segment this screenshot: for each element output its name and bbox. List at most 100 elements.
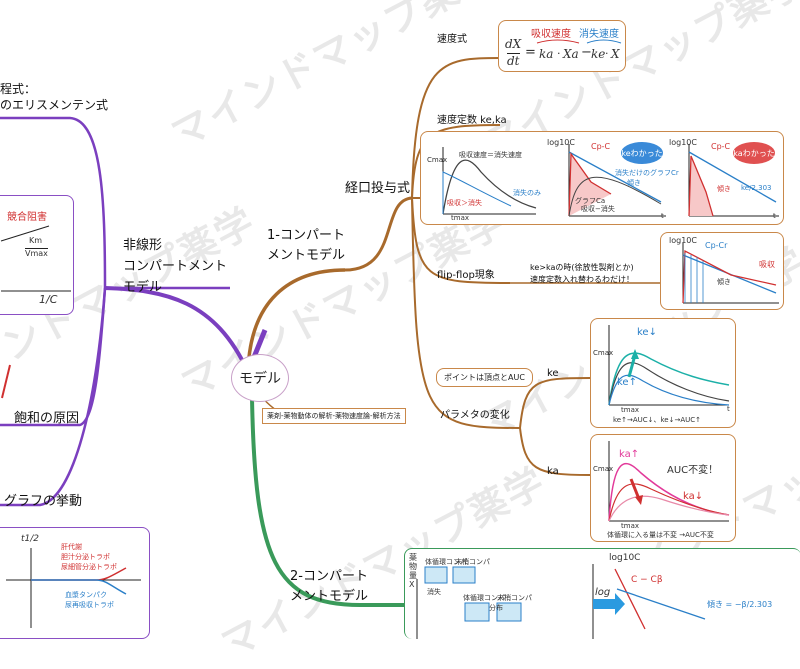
cpca-label: C − Cβ (631, 575, 663, 585)
half-life-card: t1/2 肝代謝 胆汁分泌トラポ 尿細管分泌トラポ 血漿タンパク 尿再吸収トラポ (0, 527, 150, 639)
card2-cmax: Cmax (427, 156, 448, 164)
card3-absorb: 吸収 (759, 260, 775, 269)
one-compartment-label[interactable]: 1-コンパート メントモデル (267, 228, 346, 263)
legend-4: 尿再吸収トラポ (65, 601, 114, 609)
card2-slope-2: 傾き (717, 185, 731, 193)
card5-cmax: Cmax (593, 465, 614, 473)
ke-up-label: ke↑ (617, 377, 637, 388)
legend-2: 尿細管分泌トラポ (61, 563, 117, 571)
card2-k: ke/2.303 (741, 184, 772, 192)
inhibition-plot (0, 225, 71, 292)
rate-eq-label[interactable]: 速度式 (437, 34, 467, 45)
rate-const-label[interactable]: 速度定数 ke,ka (437, 115, 507, 126)
oral-admin-label[interactable]: 経口投与式 (345, 181, 411, 196)
eq-xa: Xa (563, 47, 579, 61)
ke-parameter-card: ke↓ ke↑ Cmax tmax t ke↑→AUC↓、ke↓→AUC↑ (590, 318, 736, 428)
card4-cmax: Cmax (593, 349, 614, 357)
ka-label[interactable]: ka (547, 466, 559, 477)
elim-label: 消失 (427, 588, 441, 596)
card2-slope: 傾き (627, 179, 641, 187)
left-top-text-2: のエリスメンテン式 (0, 98, 109, 112)
card2-elim-only: 消失のみ (513, 189, 541, 197)
card2-t-2: t (773, 212, 776, 220)
center-label: モデル (239, 371, 281, 387)
central-label-2: 体循環コンパ (463, 594, 505, 602)
legend-0: 肝代謝 (61, 543, 82, 551)
flipflop-note: ke>kaの時(徐放性製剤とか) 速度定数入れ替わるわだけ！ (530, 263, 634, 284)
inhibition-card: 競合阻害 Km Vmax 1/C (0, 195, 74, 315)
card2-log-2: log10C (669, 138, 697, 147)
card2-elim-graph: 消失だけのグラフCr (615, 169, 679, 177)
card3-slope: 傾き (717, 278, 731, 286)
auc-unchanged: AUC不変！ (667, 465, 719, 476)
flipflop-label[interactable]: flip-flop現象 (437, 270, 495, 281)
two-comp-log: log10C (609, 553, 641, 563)
rate-constant-card: Cmax tmax 吸収速度＝消失速度 吸収＞消失 消失のみ log10C Cp… (420, 131, 784, 225)
card2-cp: Cp-C (591, 142, 611, 151)
eq-ka: ka (539, 47, 554, 61)
elim-rate-label: 消失速度 (579, 29, 619, 40)
graph-behavior-label[interactable]: グラフの挙動 (4, 494, 83, 509)
center-subnode[interactable]: 薬剤-薬物動体の解析-薬物速度論-解析方法 (262, 408, 406, 424)
two-compartment-label[interactable]: 2-コンパート メントモデル (290, 569, 369, 604)
nonlinear-compartment-label[interactable]: 非線形 コンパートメント モデル (123, 238, 228, 295)
legend-1: 胆汁分泌トラポ (61, 553, 110, 561)
two-comp-slope: 傾き = −β/2.303 (707, 600, 773, 609)
t-half-label: t1/2 (21, 534, 40, 544)
card3-log: log10C (669, 236, 697, 245)
center-node[interactable]: モデル (231, 354, 289, 402)
eq-brackets (536, 39, 622, 44)
distribution-label: 分布 (489, 604, 503, 612)
two-comp-log2: log (595, 587, 611, 598)
card2-t-1: t (661, 212, 664, 220)
flipflop-plot (682, 243, 779, 304)
card2-cp-2: Cp-C (711, 142, 731, 151)
rate-equation-card: 吸収速度 消失速度 dX dt = ka · Xa − ke · X (498, 20, 626, 72)
two-compartment-card: 薬物量 X 体循環コンパ 末梢コンパ 消失 体循環コンパ 末梢コンパ 分布 lo… (404, 548, 800, 639)
saturation-cause-label[interactable]: 飽和の原因 (14, 411, 80, 426)
card2-log: log10C (547, 138, 575, 147)
eq-minus: − (581, 45, 592, 60)
rate-constant-plots (442, 144, 779, 217)
card2-absorb-elim: 吸収＞消失 (447, 199, 482, 207)
left-top-text-1: 程式： (0, 82, 37, 96)
peripheral-label: 末梢コンパ (455, 558, 490, 566)
eq-dot-1: · (557, 47, 561, 60)
ka-known-bubble: kaわかった (733, 142, 775, 164)
half-life-plot (6, 548, 141, 628)
ke-down-label: ke↓ (637, 327, 657, 338)
card2-tmax: tmax (451, 214, 469, 222)
ka-down-label: ka↓ (683, 491, 704, 502)
card3-cp: Cp-Cr (705, 241, 728, 250)
card5-tmax: tmax (621, 522, 639, 530)
card4-t: t (727, 405, 730, 413)
card5-note: 体循環に入る量は不変 →AUC不変 (607, 531, 714, 539)
card2-absorb-elim2: 吸収−消失 (581, 205, 615, 213)
absorb-rate-label: 吸収速度 (531, 29, 571, 40)
card2-absorb-rate: 吸収速度＝消失速度 (459, 151, 522, 159)
saturation-line (1, 364, 11, 399)
ka-parameter-card: ka↑ ka↓ AUC不変！ Cmax tmax 体循環に入る量は不変 →AUC… (590, 434, 736, 542)
eq-dx: dX (505, 37, 522, 51)
ka-plot (608, 441, 730, 522)
ke-known-bubble: keわかった (621, 142, 663, 164)
km-label: Km (29, 236, 43, 245)
inv-c-label: 1/C (39, 293, 58, 306)
ke-plot (608, 325, 730, 406)
param-change-label[interactable]: パラメタの変化 (440, 410, 510, 421)
vmax-label: Vmax (25, 248, 48, 258)
two-compartment-plot (416, 564, 706, 639)
point-note: ポイントは頂点とAUC (436, 368, 533, 387)
peripheral-label-2: 末梢コンパ (497, 594, 532, 602)
ke-label[interactable]: ke (547, 368, 559, 379)
card4-note: ke↑→AUC↓、ke↓→AUC↑ (613, 416, 702, 424)
ka-up-label: ka↑ (619, 449, 640, 460)
flipflop-card: log10C Cp-Cr 吸収 傾き (660, 232, 784, 310)
card4-tmax: tmax (621, 406, 639, 414)
eq-dt: dt (507, 53, 520, 68)
eq-dot-2: · (605, 47, 609, 60)
card2-graph: グラフCa (575, 197, 606, 205)
eq-ke: ke (591, 47, 606, 61)
central-label: 体循環コンパ (425, 558, 467, 566)
eq-equals: = (525, 45, 536, 60)
